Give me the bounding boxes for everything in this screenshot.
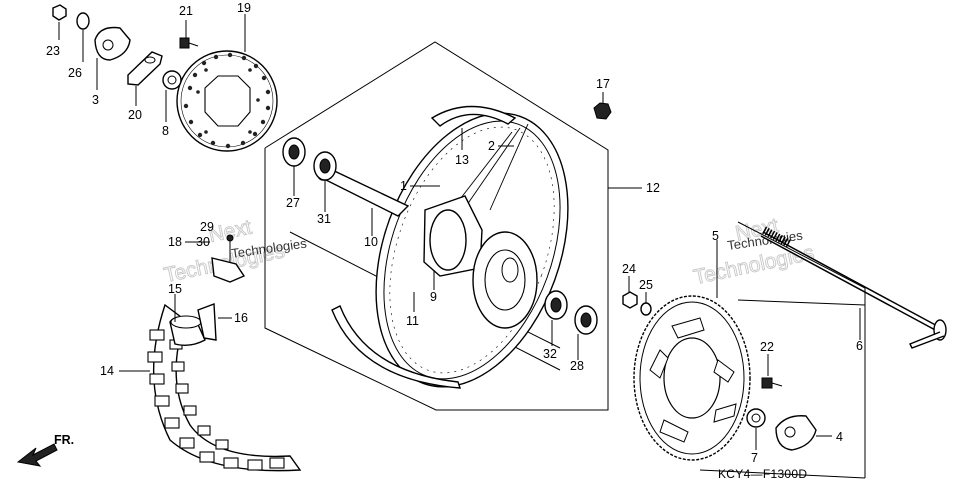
axle-frame-2: [737, 299, 866, 306]
bearing-27: [282, 137, 306, 167]
wheel-hub: [423, 195, 538, 329]
label-14: 14: [100, 364, 114, 378]
label-2: 2: [488, 139, 495, 153]
label-27: 27: [286, 196, 300, 210]
diagram-code: KCY4—F1300D: [718, 467, 807, 481]
rear-axle: [760, 226, 947, 349]
label-8: 8: [162, 124, 169, 138]
label-6: 6: [856, 339, 863, 353]
label-18: 18: [168, 235, 182, 249]
collar-7: [746, 408, 766, 428]
label-1: 1: [400, 179, 407, 193]
rim-band-top: [430, 105, 517, 127]
label-3: 3: [92, 93, 99, 107]
tube-valve: [211, 234, 246, 283]
inner-tube: [169, 315, 206, 347]
label-7: 7: [751, 451, 758, 465]
label-26: 26: [68, 66, 82, 80]
bolt-21: [179, 37, 199, 49]
chain-adjuster-plate-4: [775, 415, 817, 451]
bolt-22: [761, 377, 783, 389]
rim-strip: [197, 303, 217, 341]
label-9: 9: [430, 290, 437, 304]
label-32: 32: [543, 347, 557, 361]
part-labels: 23 26 3 21 19 20 8 17 13 2 1 12 27 31 10…: [46, 1, 863, 465]
label-29: 29: [200, 220, 214, 234]
rim-band-bottom: [331, 305, 461, 389]
washer-25: [640, 302, 652, 316]
nut-17: [593, 102, 612, 120]
label-20: 20: [128, 108, 142, 122]
axle-frame: [737, 221, 866, 478]
label-5: 5: [712, 229, 719, 243]
label-17: 17: [596, 77, 610, 91]
label-12: 12: [646, 181, 660, 195]
rear-tire: [147, 303, 302, 472]
label-22: 22: [760, 340, 774, 354]
assembly-frame: [264, 41, 609, 411]
bearing-31: [313, 151, 337, 181]
bearing-32: [544, 290, 568, 320]
bearing-28: [574, 305, 598, 335]
label-16: 16: [234, 311, 248, 325]
brake-disc: [176, 50, 278, 152]
leader-lines: [58, 14, 861, 450]
label-15: 15: [168, 282, 182, 296]
nut-24: [622, 291, 638, 309]
adjuster-20: [127, 51, 163, 86]
label-21: 21: [179, 4, 193, 18]
axle-frame-3: [699, 469, 866, 479]
nut-23: [52, 4, 67, 21]
label-24: 24: [622, 262, 636, 276]
label-4: 4: [836, 430, 843, 444]
label-28: 28: [570, 359, 584, 373]
label-11: 11: [406, 314, 419, 328]
chain-adjuster-plate-3: [94, 26, 131, 61]
label-31: 31: [317, 212, 331, 226]
label-25: 25: [639, 278, 653, 292]
label-19: 19: [237, 1, 251, 15]
washer-26: [76, 12, 90, 30]
label-23: 23: [46, 44, 60, 58]
driven-sprocket: [633, 295, 751, 461]
collar-8: [162, 70, 182, 90]
label-10: 10: [364, 235, 378, 249]
front-direction-arrow: FR.: [16, 433, 74, 467]
label-13: 13: [455, 153, 469, 167]
label-30: 30: [196, 235, 210, 249]
direction-label: FR.: [54, 433, 74, 447]
